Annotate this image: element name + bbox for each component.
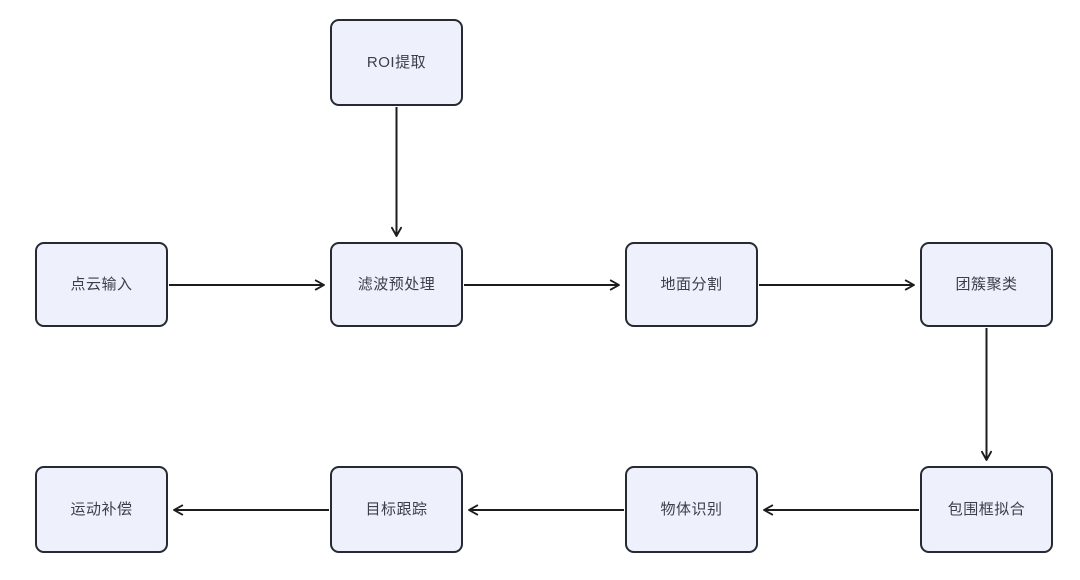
node-label: 运动补偿 <box>70 500 133 518</box>
node-target-tracking[interactable]: 目标跟踪 <box>330 466 463 553</box>
node-object-recognition[interactable]: 物体识别 <box>625 466 758 553</box>
node-roi-extraction[interactable]: ROI提取 <box>330 19 463 106</box>
node-label: 团簇聚类 <box>955 275 1018 293</box>
node-label: 点云输入 <box>70 275 133 293</box>
node-label: 目标跟踪 <box>365 500 428 518</box>
node-label: 物体识别 <box>660 500 723 518</box>
node-point-cloud-input[interactable]: 点云输入 <box>35 242 168 327</box>
node-bounding-box-fitting[interactable]: 包围框拟合 <box>920 466 1053 553</box>
node-motion-compensation[interactable]: 运动补偿 <box>35 466 168 553</box>
node-cluster-clustering[interactable]: 团簇聚类 <box>920 242 1053 327</box>
node-label: 包围框拟合 <box>947 500 1026 518</box>
node-filter-preprocess[interactable]: 滤波预处理 <box>330 242 463 327</box>
node-label: 地面分割 <box>660 275 723 293</box>
node-label: ROI提取 <box>366 53 427 71</box>
node-ground-segmentation[interactable]: 地面分割 <box>625 242 758 327</box>
node-label: 滤波预处理 <box>357 275 436 293</box>
